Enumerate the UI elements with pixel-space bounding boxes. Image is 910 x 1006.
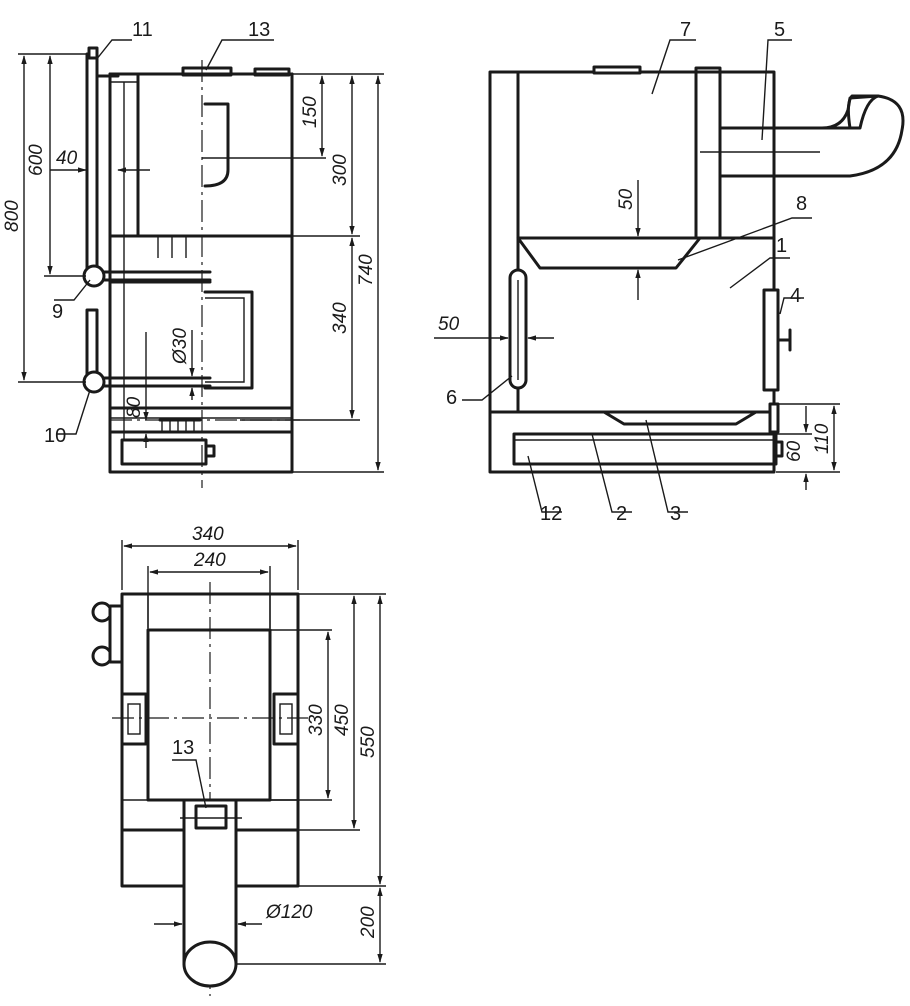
- label-1: 1: [776, 235, 787, 257]
- plan-lid-13: [194, 804, 228, 830]
- dim-50-top-text: 50: [616, 188, 637, 210]
- plan-hinge-upper: [91, 601, 113, 623]
- label-2: 2: [616, 503, 627, 525]
- label-7: 7: [680, 19, 691, 41]
- dim-800-text: 800: [2, 200, 23, 232]
- side-ash-drawer: [512, 432, 778, 466]
- dim-110-text: 110: [812, 423, 833, 454]
- label-13-front: 13: [248, 19, 270, 41]
- dim-d30-text: Ø30: [170, 328, 191, 365]
- label-5: 5: [774, 19, 785, 41]
- front-hinge-10: [82, 370, 106, 394]
- dim-340-text: 340: [330, 302, 351, 334]
- front-water-tank: [136, 72, 294, 238]
- plan-view: 340 240 330 450 550 Ø120 200 13: [91, 524, 386, 996]
- side-tank-cone: [516, 236, 702, 270]
- dim-40-text: 40: [56, 148, 78, 169]
- dim-plan-330-text: 330: [306, 704, 327, 736]
- label-11: 11: [132, 19, 153, 41]
- dim-150-text: 150: [300, 96, 321, 128]
- dim-50-left-text: 50: [438, 314, 460, 335]
- label-3: 3: [670, 503, 681, 525]
- label-13-plan: 13: [172, 737, 194, 759]
- dim-600-text: 600: [26, 144, 47, 176]
- front-view: 800 600 40 150 300 340 740 Ø30 80 11 13 …: [2, 19, 384, 488]
- plan-hinge-lower: [91, 645, 113, 667]
- dim-plan-550-text: 550: [358, 726, 379, 758]
- dim-plan-450-text: 450: [332, 704, 353, 736]
- label-9: 9: [52, 301, 63, 323]
- label-10: 10: [44, 425, 66, 447]
- side-water-tank: [516, 70, 698, 240]
- label-12: 12: [540, 503, 562, 525]
- front-ash-drawer: [120, 438, 208, 466]
- dim-plan-200-text: 200: [358, 906, 379, 939]
- side-view: 50 50 110 60 7 5 8 1 4 6 12 2 3: [434, 19, 905, 525]
- front-grate-bars: [158, 418, 202, 432]
- dim-plan-340-text: 340: [192, 524, 224, 545]
- front-door-rod-lower: [85, 308, 99, 378]
- side-grate-3: [602, 410, 758, 426]
- plan-tank-outline: [146, 628, 272, 802]
- dim-plan-d120-text: Ø120: [265, 902, 313, 923]
- label-8: 8: [796, 193, 807, 215]
- side-chimney-pipe: [718, 94, 880, 130]
- label-4: 4: [790, 285, 801, 307]
- dim-740-text: 740: [356, 254, 377, 286]
- dim-plan-240-text: 240: [193, 550, 226, 571]
- dim-300-text: 300: [330, 154, 351, 186]
- front-door-rod-upper: [85, 52, 99, 278]
- label-6: 6: [446, 387, 457, 409]
- dim-60-text: 60: [784, 440, 805, 462]
- dim-80-text: 80: [124, 396, 145, 418]
- side-handle-4: [762, 288, 780, 392]
